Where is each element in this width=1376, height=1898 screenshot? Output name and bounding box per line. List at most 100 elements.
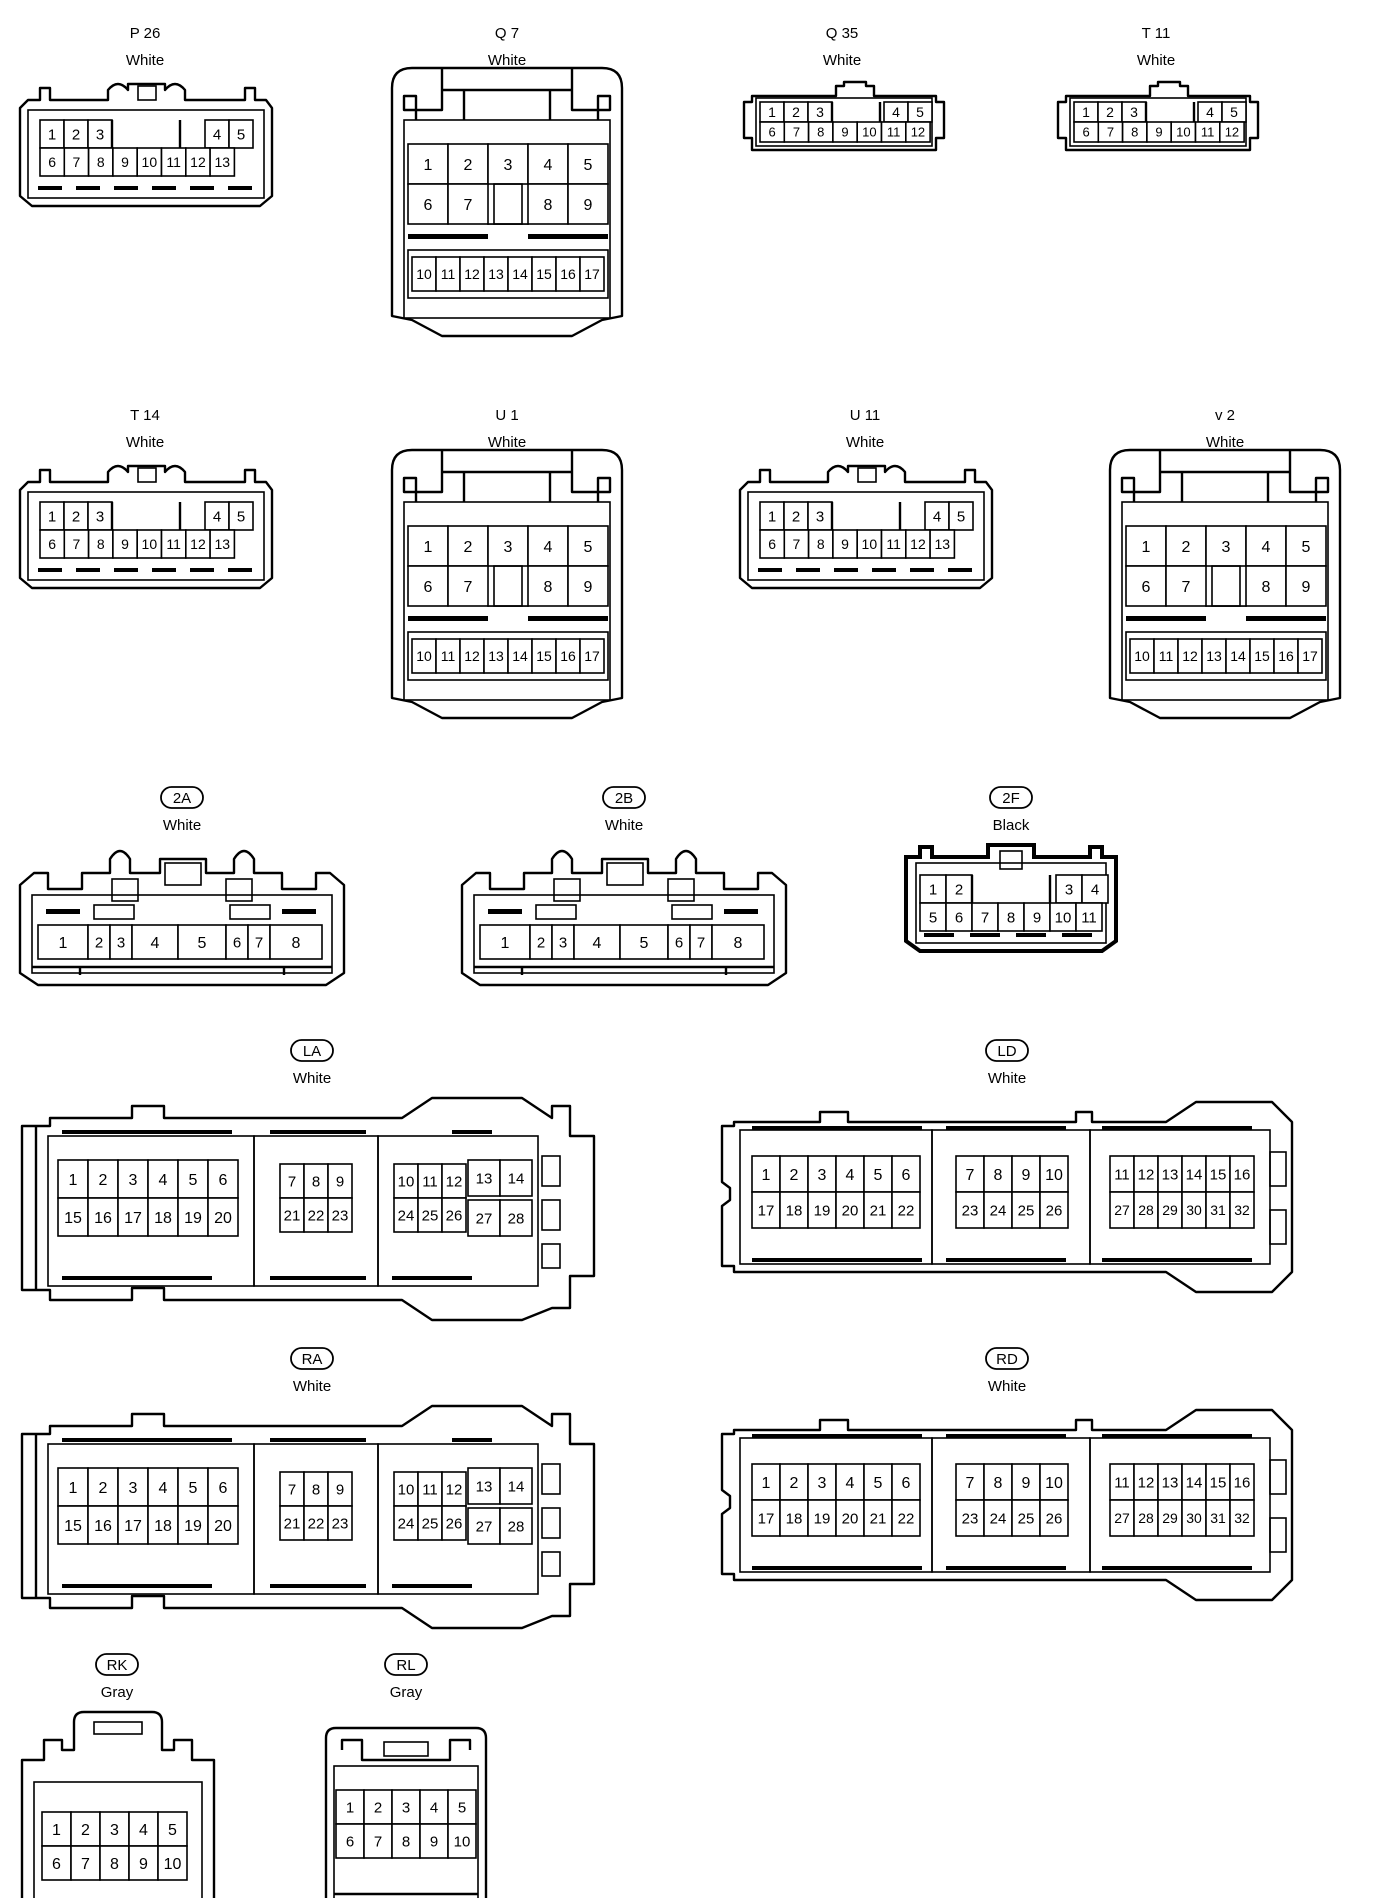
- pin-number: 1: [762, 1167, 771, 1184]
- pin-cell: 18: [779, 1499, 809, 1537]
- pin-box: [807, 1499, 837, 1537]
- pin-box: [527, 525, 569, 567]
- pin-cell: 13: [1157, 1155, 1183, 1193]
- pin-cell: 13: [467, 1159, 501, 1197]
- pin-cell: 2: [63, 119, 89, 149]
- pin-cell: 10: [1170, 121, 1197, 143]
- pin-number: 5: [198, 935, 207, 952]
- latch-bar: [946, 1434, 1066, 1438]
- pin-box: [160, 147, 187, 177]
- pin-cell: 10: [411, 256, 437, 292]
- pin-cell: 25: [1011, 1499, 1041, 1537]
- pin-box: [863, 1191, 893, 1229]
- pin-number: 4: [139, 1822, 148, 1839]
- pin-box: [567, 143, 609, 185]
- pin-cell: 6: [1125, 565, 1167, 607]
- pin-cell: 20: [835, 1499, 865, 1537]
- pin-box: [499, 1199, 533, 1237]
- pin-cell: 18: [779, 1191, 809, 1229]
- housing-detail: [1269, 1209, 1287, 1245]
- connector-code: Q 7: [495, 25, 519, 42]
- pin-box: [467, 1159, 501, 1197]
- pin-cell: 3: [807, 101, 833, 123]
- housing-outline: [20, 1404, 596, 1630]
- connector-code-badge: [602, 786, 646, 809]
- pin-number: 2: [99, 1480, 108, 1497]
- pin-number: 10: [142, 536, 158, 552]
- connector-color: White: [988, 1378, 1026, 1395]
- pin-number: 9: [121, 536, 129, 552]
- pin-number: 24: [990, 1202, 1007, 1219]
- pin-cell: 15: [57, 1505, 89, 1545]
- pin-box: [391, 1823, 421, 1859]
- pin-box: [1157, 1191, 1183, 1229]
- pin-box: [391, 1789, 421, 1825]
- pin-number: 10: [1045, 1167, 1063, 1184]
- housing-detail: [1160, 470, 1290, 502]
- pin-number: 16: [1278, 648, 1294, 664]
- pin-box: [835, 1191, 865, 1229]
- pin-number: 7: [981, 909, 989, 926]
- latch-bar: [1102, 1434, 1252, 1438]
- pin-number: 2: [792, 508, 800, 525]
- latch-bar: [76, 186, 100, 190]
- latch-bar: [62, 1438, 232, 1442]
- pin-number: 10: [1176, 125, 1190, 140]
- pin-number: 13: [1162, 1474, 1179, 1491]
- pin-cell: 9: [112, 147, 139, 177]
- pin-box: [863, 1499, 893, 1537]
- pin-number: 3: [129, 1172, 138, 1189]
- latch-bar: [488, 909, 522, 914]
- pin-cell: 7: [1165, 565, 1207, 607]
- pin-number: 14: [1186, 1166, 1203, 1183]
- pin-cell: 6: [759, 529, 786, 559]
- latch-bar: [948, 568, 972, 572]
- connector-code: RL: [396, 1657, 415, 1674]
- pin-number: 23: [962, 1510, 979, 1527]
- pin-cell: 16: [1229, 1155, 1255, 1193]
- connector-color: White: [988, 1070, 1026, 1087]
- pin-cell: 11: [160, 529, 187, 559]
- pin-cell: 12: [441, 1163, 467, 1199]
- connector-code: U 1: [495, 407, 518, 424]
- pin-number: 2: [95, 934, 103, 951]
- housing-detail: [377, 1135, 539, 1287]
- pin-cell: 17: [117, 1197, 149, 1237]
- pin-box: [411, 638, 437, 674]
- pin-cell: 22: [891, 1191, 921, 1229]
- latch-bar: [872, 568, 896, 572]
- pin-cell: 16: [87, 1505, 119, 1545]
- pin-cell: 11: [435, 638, 461, 674]
- pin-cell: 19: [807, 1191, 837, 1229]
- pin-cell: 10: [1039, 1463, 1069, 1501]
- pin-number: 9: [841, 125, 848, 140]
- pin-box: [1229, 1191, 1255, 1229]
- pin-box: [207, 1159, 239, 1199]
- pin-number: 3: [1222, 539, 1231, 556]
- pin-box: [87, 1467, 119, 1507]
- pin-cell: 16: [555, 256, 581, 292]
- pin-cell: 7: [447, 565, 489, 607]
- housing-detail: [671, 904, 713, 920]
- pin-box: [447, 565, 489, 607]
- pin-box: [783, 529, 810, 559]
- pin-box: [891, 1463, 921, 1501]
- housing-detail: [857, 467, 877, 483]
- pin-number: 2: [72, 508, 80, 525]
- pin-number: 7: [464, 197, 473, 214]
- pin-cell: 8: [527, 183, 569, 225]
- latch-bar: [1062, 933, 1092, 937]
- pin-cell: 7: [955, 1155, 985, 1193]
- pin-box: [177, 1467, 209, 1507]
- pin-cell: 7: [955, 1463, 985, 1501]
- pin-cell: 21: [279, 1505, 305, 1541]
- pin-number: 3: [818, 1475, 827, 1492]
- pin-number: 4: [1206, 104, 1214, 120]
- pin-cell: 9: [567, 565, 609, 607]
- pin-cell: 1: [919, 874, 947, 904]
